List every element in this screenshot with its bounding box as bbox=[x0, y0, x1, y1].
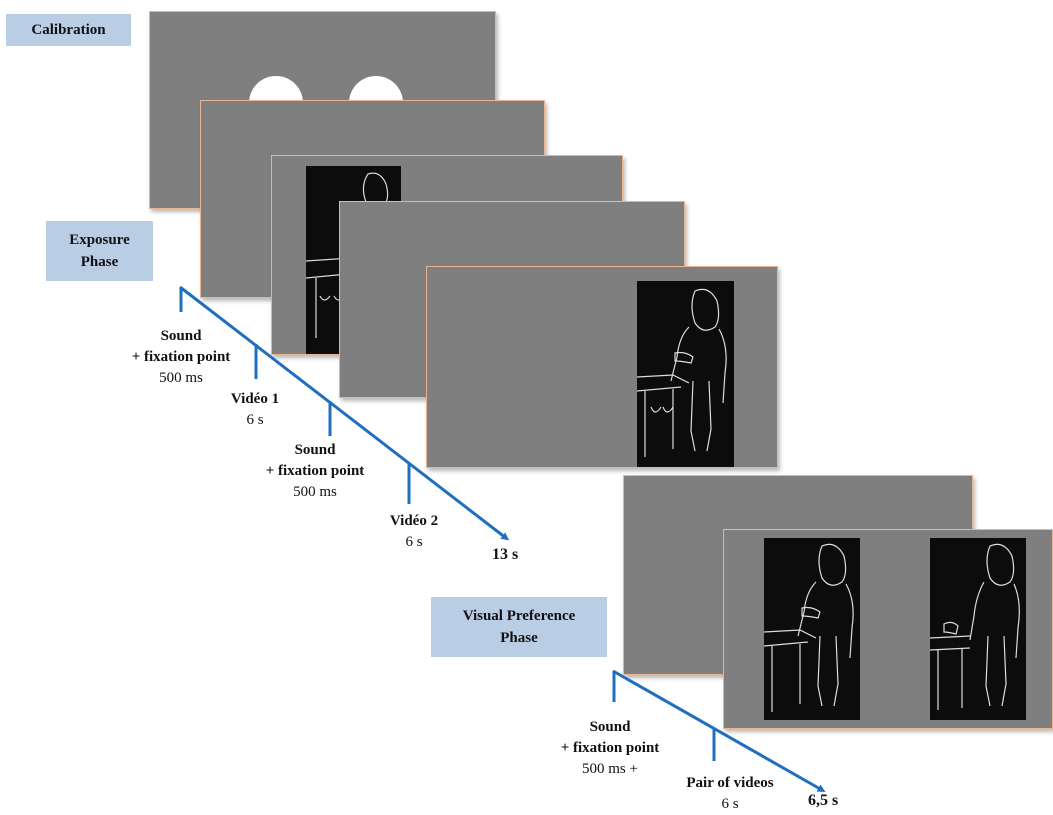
event-duration: 500 ms bbox=[159, 370, 203, 386]
exposure-phase-label-text: Exposure Phase bbox=[69, 232, 130, 270]
event-title: Sound bbox=[589, 719, 631, 735]
event-title: Vidéo 2 bbox=[389, 513, 439, 529]
event-title: Sound bbox=[160, 328, 202, 344]
preference-event-sound: Sound + fixation point 500 ms + bbox=[561, 717, 660, 780]
exposure-total-duration: 13 s bbox=[492, 546, 519, 563]
event-duration: 6 s bbox=[721, 796, 739, 812]
event-subtitle: + fixation point bbox=[265, 463, 365, 479]
visual-preference-phase-label: Visual Preference Phase bbox=[431, 597, 607, 657]
exposure-timeline-axis bbox=[179, 285, 510, 541]
child-video-still bbox=[637, 288, 727, 457]
visual-preference-phase-label-text: Visual Preference Phase bbox=[462, 608, 576, 646]
exposure-event-video-1: Vidéo 1 6 s bbox=[231, 389, 279, 431]
video-frame bbox=[637, 281, 734, 467]
exposure-phase-label: Exposure Phase bbox=[46, 221, 153, 281]
exposure-event-sound-2: Sound + fixation point 500 ms bbox=[266, 440, 365, 503]
exposure-event-video-2: Vidéo 2 6 s bbox=[390, 511, 438, 553]
event-subtitle: + fixation point bbox=[560, 740, 660, 756]
child-video-still-left bbox=[764, 543, 854, 712]
event-title: Vidéo 1 bbox=[230, 391, 280, 407]
event-duration: 500 ms + bbox=[582, 761, 638, 777]
event-title: Pair of videos bbox=[686, 775, 774, 791]
exposure-screen-4 bbox=[426, 266, 778, 468]
event-title: Sound bbox=[294, 442, 336, 458]
preference-event-pair-of-videos: Pair of videos 6 s bbox=[686, 773, 773, 815]
child-video-still-right bbox=[930, 543, 1020, 710]
preference-timeline-axis bbox=[612, 669, 826, 792]
calibration-label-text: Calibration bbox=[31, 22, 106, 38]
event-subtitle: + fixation point bbox=[131, 349, 231, 365]
event-duration: 6 s bbox=[246, 412, 264, 428]
calibration-label: Calibration bbox=[6, 14, 131, 46]
exposure-event-sound-1: Sound + fixation point 500 ms bbox=[132, 326, 231, 389]
video-frame-right bbox=[930, 538, 1026, 720]
video-frame-left bbox=[764, 538, 860, 720]
event-duration: 500 ms bbox=[293, 484, 337, 500]
preference-total-duration: 6,5 s bbox=[808, 792, 839, 809]
event-duration: 6 s bbox=[405, 534, 423, 550]
